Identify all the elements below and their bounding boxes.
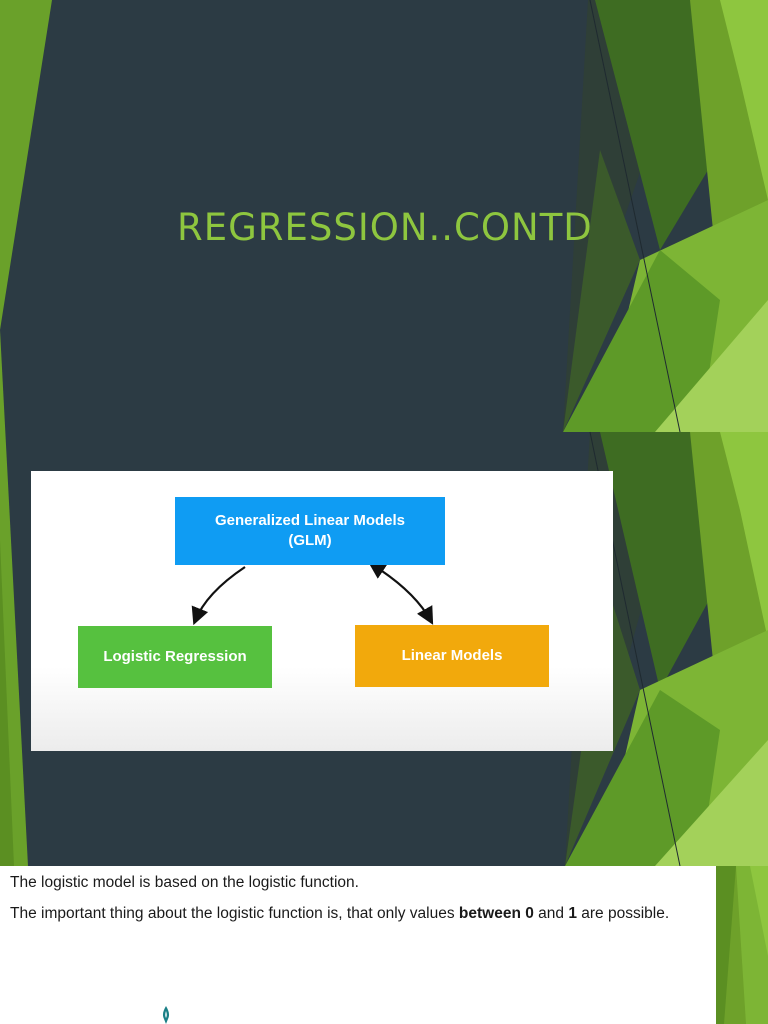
arrow-glm-linear [368, 561, 434, 625]
arrow-glm-to-logistic [191, 566, 246, 626]
text-line-1: The logistic model is based on the logis… [10, 874, 359, 891]
text-line-2-bold-2: 1 [568, 905, 577, 922]
text-line-2-end: are possible. [576, 905, 670, 922]
glm-node: Generalized Linear Models (GLM) [175, 497, 445, 565]
logistic-regression-node: Logistic Regression [78, 626, 272, 688]
diagram-arrows [191, 561, 434, 626]
text-region [0, 866, 716, 1024]
side-strip-decoration [716, 866, 768, 1024]
text-line-2-start: The important thing about the logistic f… [10, 905, 459, 922]
linear-models-node: Linear Models [355, 625, 549, 687]
text-line-2-mid: and [533, 905, 569, 922]
glm-node-label: Generalized Linear Models [214, 512, 406, 529]
curve-tip-icon [162, 1006, 170, 1024]
glm-node-abbreviation: (GLM) [288, 532, 332, 549]
glm-diagram: Generalized Linear Models (GLM) Logistic… [31, 471, 613, 751]
slide-title: REGRESSION..CONTD [177, 206, 593, 249]
green-side-strip [716, 866, 768, 1024]
logistic-regression-label: Logistic Regression [103, 648, 247, 665]
text-line-2-bold-1: between 0 [458, 905, 534, 922]
text-line-2: The important thing about the logistic f… [10, 905, 669, 923]
linear-models-label: Linear Models [401, 647, 503, 664]
slide: REGRESSION..CONTD Generalized Linea [0, 0, 768, 866]
